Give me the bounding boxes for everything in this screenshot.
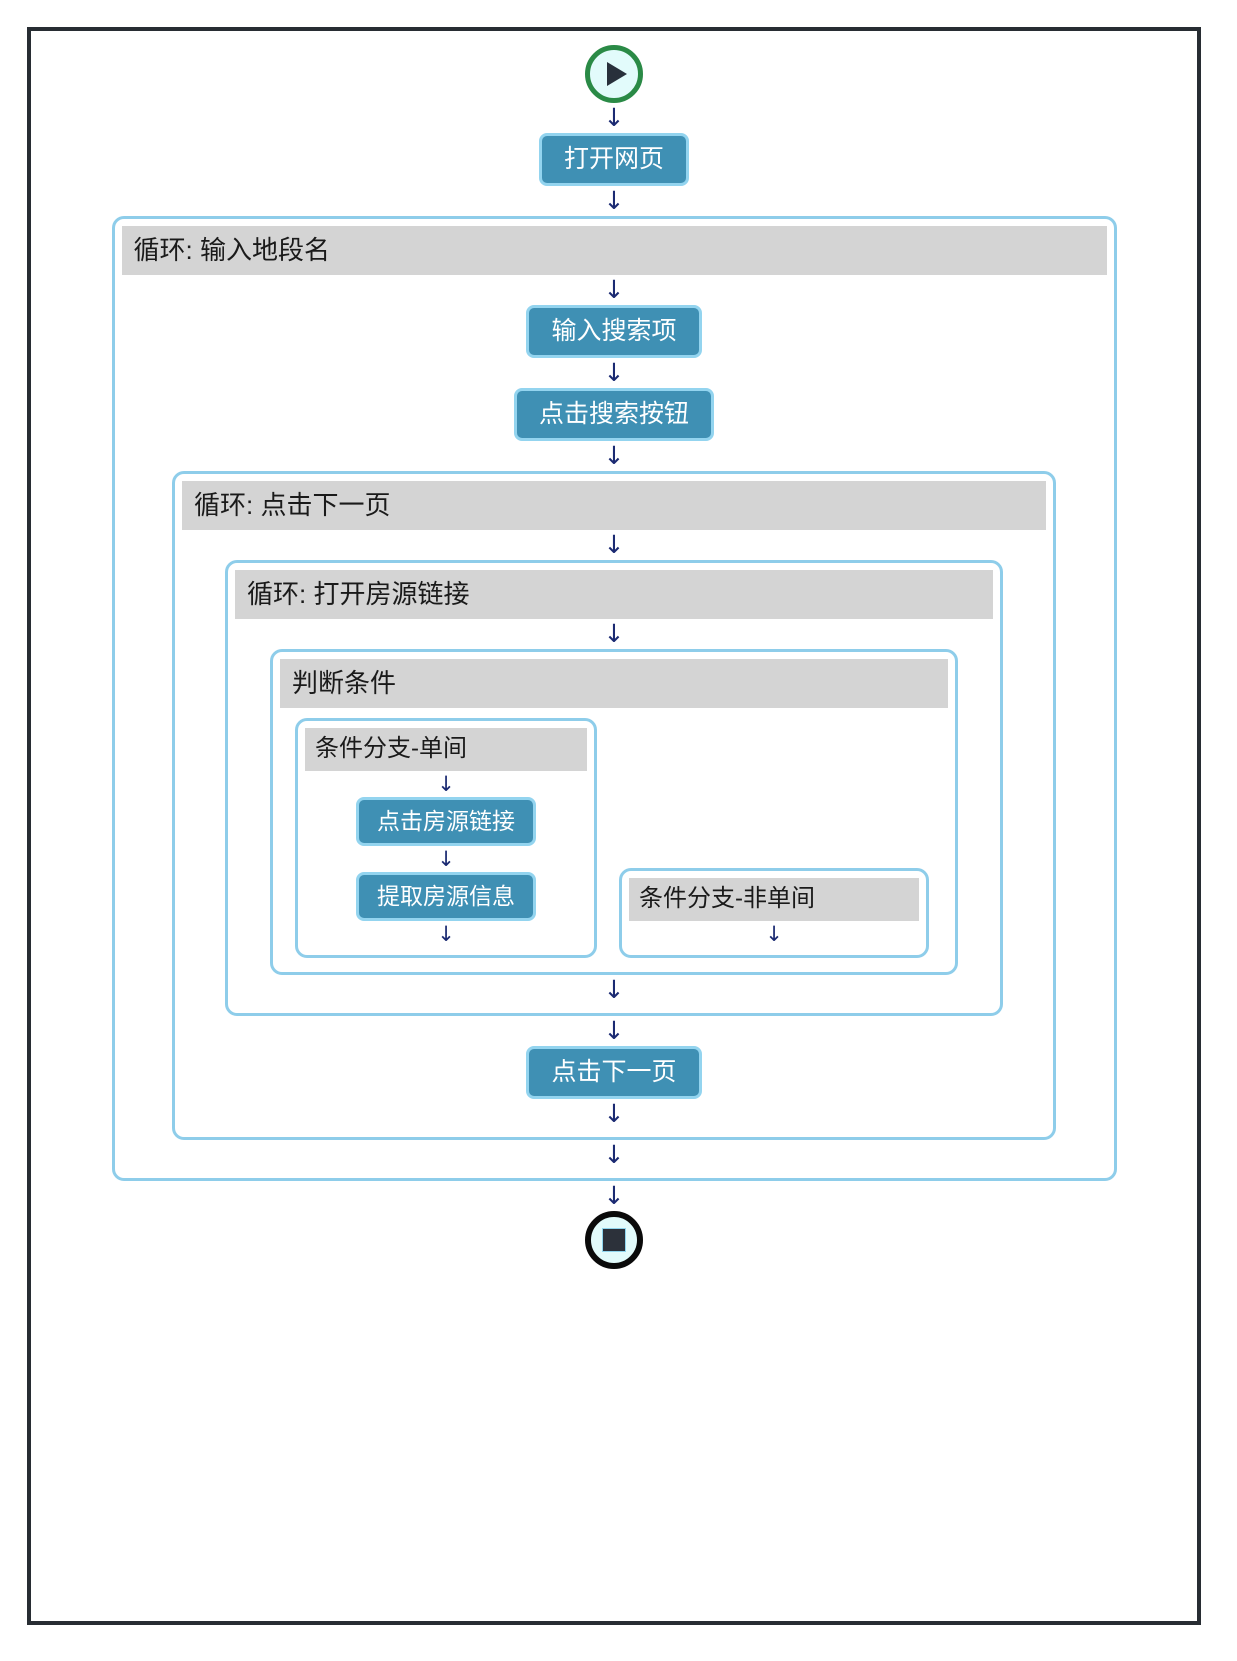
connector-arrow: ↓ [603, 975, 625, 1004]
connector-arrow: ↓ [437, 922, 455, 946]
action-input-search-term[interactable]: 输入搜索项 [526, 305, 702, 358]
connector-arrow: ↓ [603, 1016, 625, 1045]
play-icon [607, 62, 627, 86]
connector-arrow: ↓ [603, 186, 625, 215]
connector-arrow: ↓ [603, 275, 625, 304]
connector-arrow: ↓ [765, 922, 783, 946]
action-click-search-button[interactable]: 点击搜索按钮 [513, 388, 714, 441]
connector-arrow: ↓ [603, 530, 625, 559]
action-open-page[interactable]: 打开网页 [538, 133, 689, 186]
action-click-next-page[interactable]: 点击下一页 [526, 1046, 702, 1099]
action-extract-listing-info[interactable]: 提取房源信息 [356, 872, 536, 921]
connector-arrow: ↓ [603, 441, 625, 470]
condition-branch-row: 条件分支-单间 ↓ 点击房源链接 ↓ 提取房源信息 ↓ [273, 708, 955, 972]
flowchart-canvas: ↓ 打开网页 ↓ 循环: 输入地段名 ↓ 输入搜索项 ↓ 点击搜索按钮 ↓ 循环… [27, 27, 1201, 1625]
group-condition[interactable]: 判断条件 条件分支-单间 ↓ 点击房源链接 [270, 649, 958, 975]
connector-arrow: ↓ [603, 1140, 625, 1169]
branch-not-single-room[interactable]: 条件分支-非单间 ↓ [619, 868, 929, 958]
end-node[interactable] [585, 1211, 643, 1269]
group-loop-area-header: 循环: 输入地段名 [121, 226, 1107, 275]
branch-not-single-room-body: ↓ [622, 921, 926, 955]
branch-single-room-header: 条件分支-单间 [305, 728, 587, 771]
connector-arrow: ↓ [603, 358, 625, 387]
connector-arrow: ↓ [603, 103, 625, 132]
group-loop-area-body: ↓ 输入搜索项 ↓ 点击搜索按钮 ↓ 循环: 点击下一页 ↓ 循环: 打开房源链… [115, 275, 1114, 1178]
connector-arrow: ↓ [603, 1181, 625, 1210]
flow-root: ↓ 打开网页 ↓ 循环: 输入地段名 ↓ 输入搜索项 ↓ 点击搜索按钮 ↓ 循环… [31, 31, 1197, 1621]
branch-single-room[interactable]: 条件分支-单间 ↓ 点击房源链接 ↓ 提取房源信息 ↓ [295, 718, 597, 958]
group-loop-area[interactable]: 循环: 输入地段名 ↓ 输入搜索项 ↓ 点击搜索按钮 ↓ 循环: 点击下一页 ↓… [111, 216, 1117, 1181]
connector-arrow: ↓ [603, 619, 625, 648]
branch-single-room-body: ↓ 点击房源链接 ↓ 提取房源信息 ↓ [298, 771, 594, 955]
start-node[interactable] [585, 45, 643, 103]
action-click-listing-link[interactable]: 点击房源链接 [356, 797, 536, 846]
group-loop-open-listing-header: 循环: 打开房源链接 [235, 570, 993, 619]
connector-arrow: ↓ [437, 847, 455, 871]
group-loop-open-listing-body: ↓ 判断条件 条件分支-单间 [228, 619, 1000, 1013]
group-loop-next-page-body: ↓ 循环: 打开房源链接 ↓ 判断条件 [175, 530, 1053, 1137]
connector-arrow: ↓ [437, 772, 455, 796]
group-loop-next-page[interactable]: 循环: 点击下一页 ↓ 循环: 打开房源链接 ↓ 判断条件 [172, 471, 1056, 1140]
branch-not-single-room-header: 条件分支-非单间 [629, 878, 919, 921]
connector-arrow: ↓ [603, 1099, 625, 1128]
group-loop-next-page-header: 循环: 点击下一页 [182, 481, 1046, 530]
stop-icon [602, 1228, 626, 1252]
group-condition-header: 判断条件 [280, 659, 948, 708]
group-loop-open-listing[interactable]: 循环: 打开房源链接 ↓ 判断条件 条件分支-单间 [225, 560, 1003, 1016]
